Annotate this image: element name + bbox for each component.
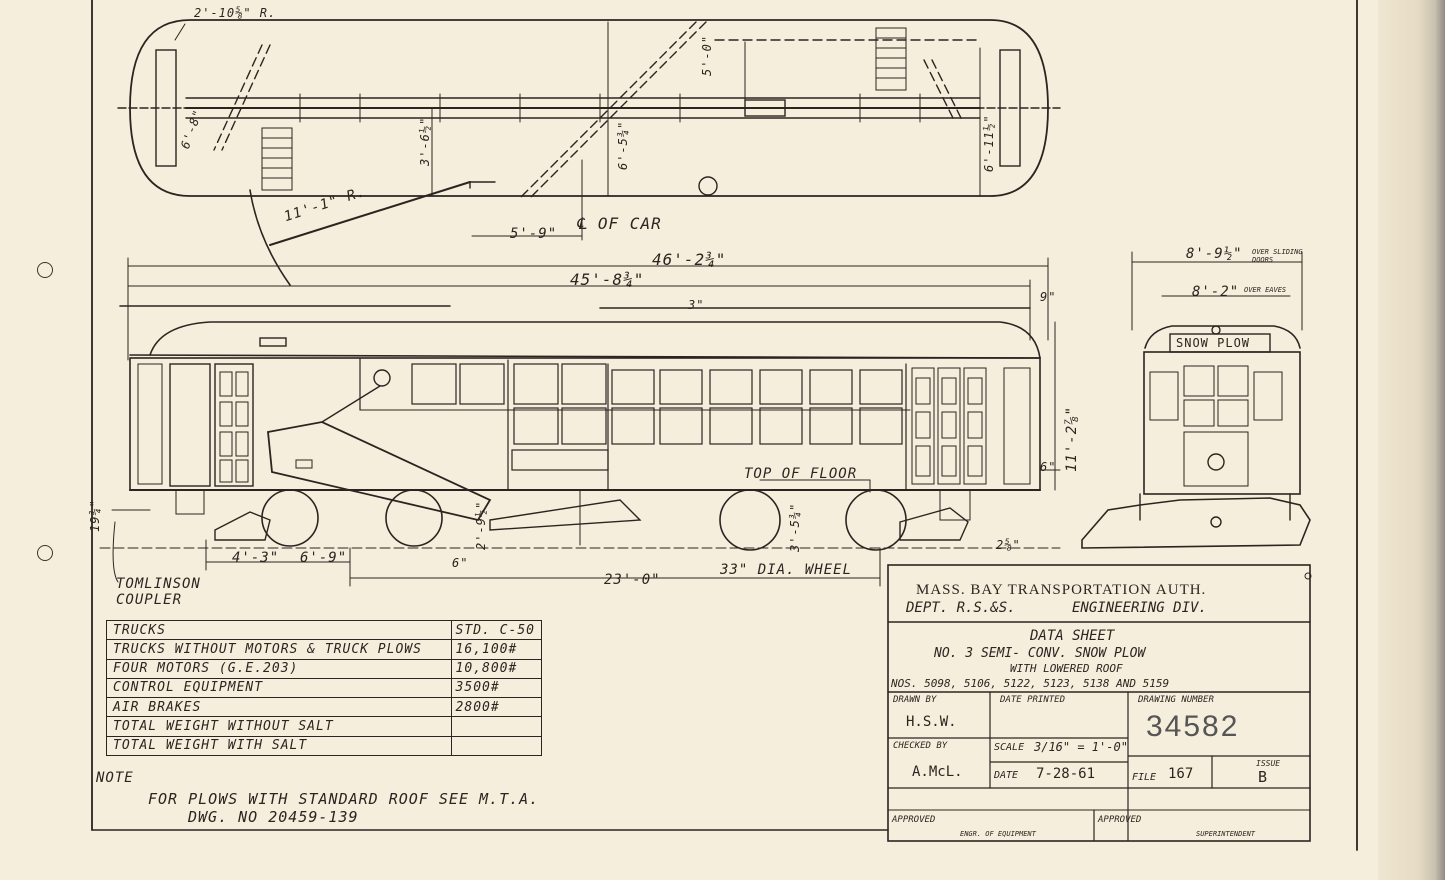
- weight-label: TOTAL WEIGHT WITHOUT SALT: [106, 716, 452, 737]
- approved-1-title: ENGR. OF EQUIPMENT: [960, 830, 1036, 838]
- dim-6-5: 6'-5¾": [616, 120, 630, 170]
- scale-label: SCALE: [994, 742, 1025, 753]
- coupler-label-2: COUPLER: [116, 592, 183, 608]
- weight-label: FOUR MOTORS (G.E.203): [106, 658, 452, 679]
- table-row: TRUCKS STD. C-50: [106, 619, 543, 641]
- dim-3-6: 3'-6½": [418, 116, 432, 166]
- issue-label: ISSUE: [1256, 759, 1281, 768]
- issue-value: B: [1258, 768, 1268, 786]
- sheet-edge: [1378, 0, 1445, 880]
- punch-hole-top: [37, 262, 53, 278]
- weight-value: STD. C-50: [450, 619, 543, 641]
- drawing-number: 34582: [1146, 710, 1240, 743]
- dim-width-eaves-note: OVER EAVES: [1244, 286, 1287, 294]
- title-line-1: NO. 3 SEMI- CONV. SNOW PLOW: [934, 646, 1146, 661]
- coupler-label-1: TOMLINSON: [116, 576, 201, 592]
- weight-label: CONTROL EQUIPMENT: [106, 677, 452, 699]
- date-label: DATE: [994, 770, 1019, 781]
- dim-wheel: 33" DIA. WHEEL: [720, 562, 853, 578]
- approved-1-label: APPROVED: [892, 815, 936, 825]
- top-of-floor-label: TOP OF FLOOR: [744, 466, 858, 482]
- weight-value: [450, 716, 543, 737]
- dim-6b: 6": [452, 556, 469, 570]
- dim-wing-offset: 5'-9": [510, 226, 558, 242]
- agency-name: MASS. BAY TRANSPORTATION AUTH.: [916, 582, 1207, 598]
- weights-table: TRUCKS STD. C-50 TRUCKS WITHOUT MOTORS &…: [106, 619, 543, 757]
- dim-end-radius: 2'-10⅝" R.: [194, 6, 277, 20]
- checked-by: A.McL.: [912, 764, 963, 780]
- dim-roof-gap: 3": [688, 298, 705, 312]
- dim-width-eaves: 8'-2": [1192, 284, 1240, 300]
- checked-by-label: CHECKED BY: [893, 741, 948, 751]
- dim-width-doors: 8'-9½": [1186, 246, 1243, 262]
- weight-value: 3500#: [450, 677, 543, 699]
- weight-value: 16,100#: [450, 639, 543, 660]
- weight-label: AIR BRAKES: [106, 697, 452, 718]
- dim-6-9: 6'-9": [300, 550, 348, 566]
- table-row: CONTROL EQUIPMENT 3500#: [106, 677, 543, 699]
- approved-2-label: APPROVED: [1098, 815, 1142, 825]
- title-line-2: WITH LOWERED ROOF: [1010, 662, 1123, 675]
- drawing-number-label: DRAWING NUMBER: [1138, 695, 1214, 705]
- weight-label: TOTAL WEIGHT WITH SALT: [106, 735, 452, 757]
- weight-value: [450, 735, 543, 757]
- weight-label: TRUCKS WITHOUT MOTORS & TRUCK PLOWS: [106, 639, 452, 660]
- weight-label: TRUCKS: [106, 619, 452, 641]
- end-elevation: [1081, 251, 1311, 549]
- drawn-by-label: DRAWN BY: [893, 695, 937, 705]
- dim-floor-step: 6": [1040, 460, 1057, 474]
- table-row: TRUCKS WITHOUT MOTORS & TRUCK PLOWS 16,1…: [106, 639, 543, 660]
- side-elevation: [99, 257, 1061, 587]
- coupler-height: 19¾": [88, 499, 102, 532]
- table-row: TOTAL WEIGHT WITHOUT SALT: [106, 716, 543, 737]
- table-row: TOTAL WEIGHT WITH SALT: [106, 735, 543, 757]
- dim-5-0: 5'-0": [700, 34, 714, 76]
- title-block-frame: [887, 564, 1312, 842]
- file-label: FILE: [1132, 772, 1157, 783]
- drawn-by: H.S.W.: [906, 714, 957, 730]
- file-value: 167: [1168, 766, 1194, 782]
- table-row: FOUR MOTORS (G.E.203) 10,800#: [106, 658, 543, 679]
- scale-value: 3/16" = 1'-0": [1034, 740, 1128, 754]
- dim-body-length: 45'-8¾": [570, 270, 645, 289]
- dim-overhang: 9": [1040, 290, 1057, 304]
- note-line-1: FOR PLOWS WITH STANDARD ROOF SEE M.T.A.: [148, 790, 540, 808]
- centerline-label: ℄ OF CAR: [576, 214, 662, 233]
- dim-width-doors-note: OVER SLIDING DOORS: [1252, 248, 1303, 264]
- date-value: 7-28-61: [1036, 766, 1096, 782]
- dim-3-5: 3'-5¾": [788, 502, 802, 552]
- dim-2-9: 2'-9½": [474, 500, 488, 550]
- date-printed-label: DATE PRINTED: [1000, 695, 1066, 705]
- note-line-2: DWG. NO 20459-139: [188, 808, 359, 826]
- weight-value: 2800#: [450, 697, 543, 718]
- division: ENGINEERING DIV.: [1072, 600, 1207, 616]
- dim-4-3: 4'-3": [232, 550, 280, 566]
- punch-hole-bottom: [37, 545, 53, 561]
- title-line-3: NOS. 5098, 5106, 5122, 5123, 5138 AND 51…: [891, 677, 1170, 690]
- dim-6-11: 6'-11½": [982, 114, 996, 172]
- table-row: AIR BRAKES 2800#: [106, 697, 543, 718]
- sheet-title: DATA SHEET: [1030, 628, 1115, 644]
- dim-height: 11'-2⅞": [1064, 405, 1080, 472]
- note-heading: NOTE: [96, 770, 134, 786]
- department: DEPT. R.S.&S.: [906, 600, 1016, 616]
- dim-2-5: 2⅝": [996, 538, 1021, 552]
- dim-overall-length: 46'-2¾": [652, 250, 727, 269]
- plan-view: [117, 19, 1061, 286]
- snow-plow-sign: SNOW PLOW: [1176, 336, 1251, 350]
- approved-2-title: SUPERINTENDENT: [1196, 830, 1256, 838]
- weight-value: 10,800#: [450, 658, 543, 679]
- dim-truck-spacing: 23'-0": [604, 572, 661, 588]
